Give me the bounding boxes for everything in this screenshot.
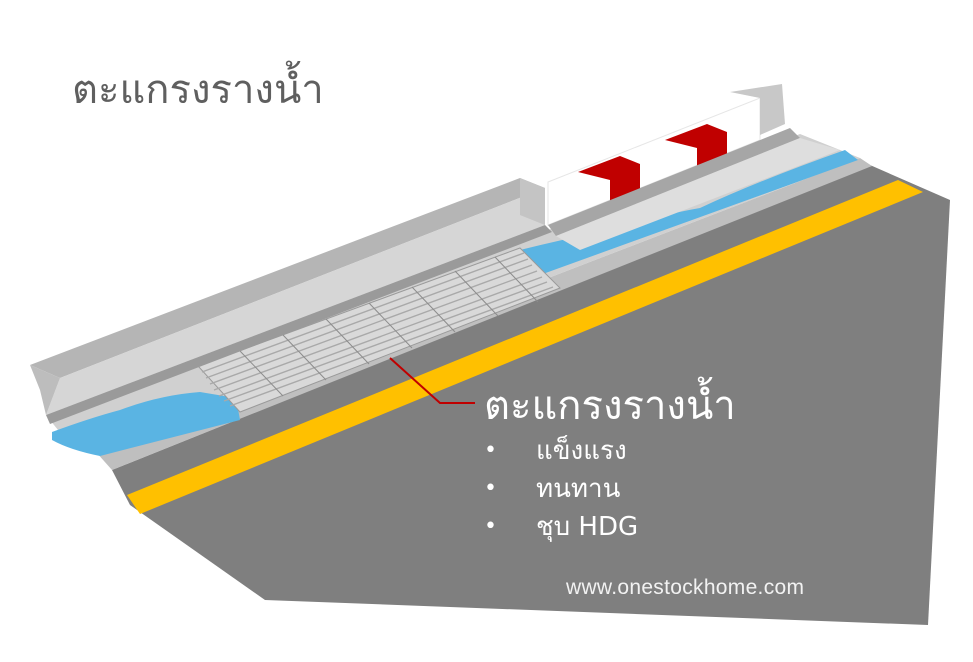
water-right (520, 150, 858, 275)
callout-pointer (389, 357, 475, 404)
feature-item: • ทนทาน (484, 470, 638, 508)
water-left (52, 392, 240, 456)
feature-label: ทนทาน (536, 474, 621, 504)
curb (30, 178, 552, 424)
callout-title: ตะแกรงรางน้ำ (484, 383, 736, 429)
yellow-lane-line (127, 180, 923, 514)
feature-item: • แข็งแรง (484, 432, 638, 470)
feature-label: แข็งแรง (536, 436, 627, 466)
bullet-icon: • (484, 514, 497, 539)
website-url: www.onestockhome.com (566, 576, 805, 599)
steel-grating (197, 247, 561, 413)
bullet-icon: • (484, 476, 497, 501)
feature-item: • ชุบ HDG (484, 508, 638, 546)
bullet-icon: • (484, 438, 497, 463)
page-title: ตะแกรงรางน้ำ (72, 67, 324, 113)
road-surface (112, 165, 950, 625)
feature-list: • แข็งแรง • ทนทาน • ชุบ HDG (484, 432, 638, 546)
feature-label: ชุบ HDG (536, 512, 639, 542)
warning-barrier (547, 84, 840, 250)
